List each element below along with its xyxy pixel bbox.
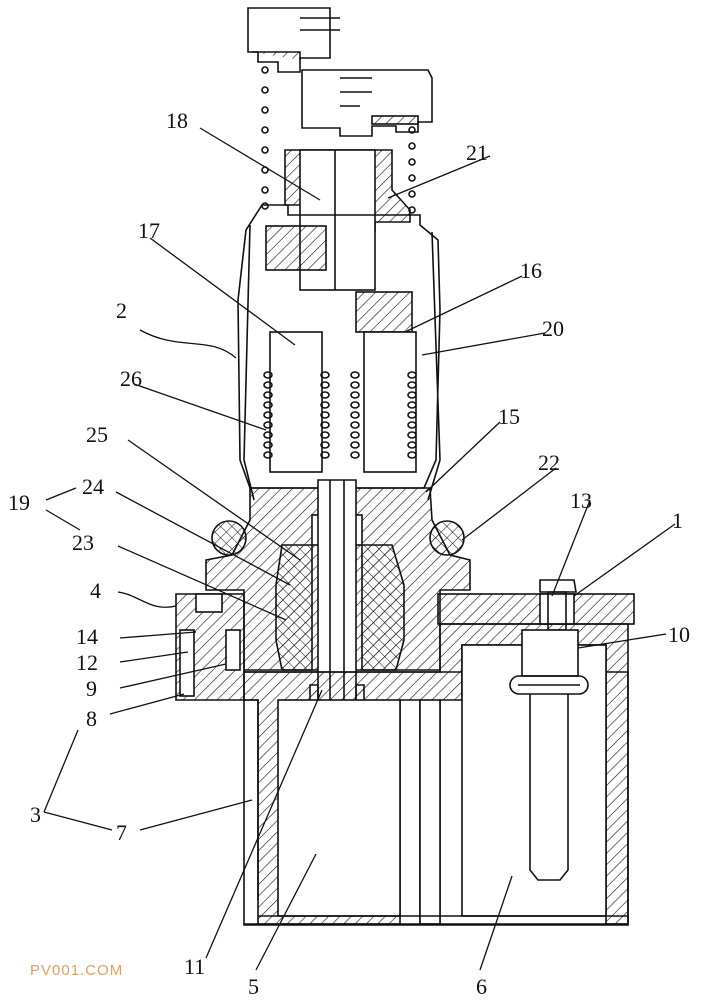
label-15: 15 <box>498 404 520 429</box>
label-25: 25 <box>86 422 108 447</box>
lower-connector <box>301 69 433 137</box>
watermark: PV001.COM <box>30 962 124 979</box>
label-21: 21 <box>466 140 488 165</box>
label-6: 6 <box>476 974 487 999</box>
label-26: 26 <box>120 366 142 391</box>
lower-housing <box>243 623 629 925</box>
label-1: 1 <box>672 508 683 533</box>
chain-right <box>408 126 416 214</box>
label-11: 11 <box>184 954 205 979</box>
label-10: 10 <box>668 622 690 647</box>
block-left <box>265 225 327 271</box>
upper-connector <box>247 7 340 73</box>
label-2: 2 <box>116 298 127 323</box>
spring-right <box>407 371 417 459</box>
block-right <box>355 291 413 333</box>
screw <box>509 579 589 881</box>
insulator-left <box>275 544 313 671</box>
label-19: 19 <box>8 490 30 515</box>
label-12: 12 <box>76 650 98 675</box>
pillar-20 <box>363 331 417 473</box>
spring-center-right <box>350 371 360 459</box>
label-24: 24 <box>82 474 104 499</box>
label-5: 5 <box>248 974 259 999</box>
label-14: 14 <box>76 624 98 649</box>
label-18: 18 <box>166 108 188 133</box>
spring-left <box>263 371 273 459</box>
label-9: 9 <box>86 676 97 701</box>
top-plate <box>437 593 635 625</box>
label-3: 3 <box>30 802 41 827</box>
label-4: 4 <box>90 578 101 603</box>
chain-left <box>261 66 269 210</box>
label-8: 8 <box>86 706 97 731</box>
label-23: 23 <box>72 530 94 555</box>
reference-labels: 18 21 17 16 2 20 26 15 25 22 24 19 13 1 … <box>8 108 690 999</box>
label-22: 22 <box>538 450 560 475</box>
pillar-17 <box>269 331 323 473</box>
label-7: 7 <box>116 820 127 845</box>
label-17: 17 <box>138 218 160 243</box>
insulator-right <box>361 544 405 671</box>
label-16: 16 <box>520 258 542 283</box>
leader-lines <box>43 127 676 971</box>
spring-center-left <box>320 371 330 459</box>
label-20: 20 <box>542 316 564 341</box>
label-13: 13 <box>570 488 592 513</box>
